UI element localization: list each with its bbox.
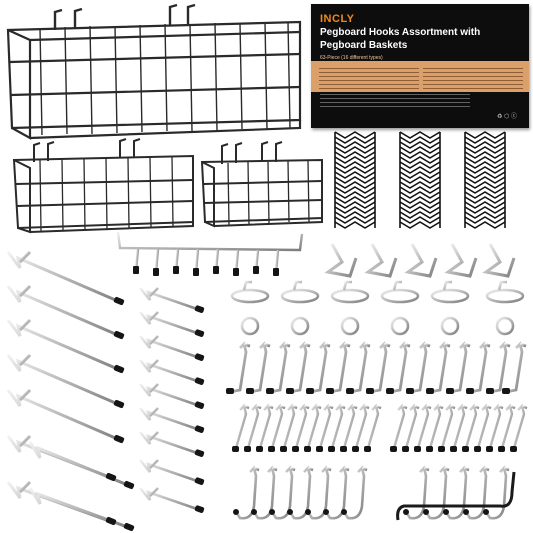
long-hook-tips bbox=[105, 296, 135, 532]
l-hooks-row bbox=[229, 341, 528, 394]
medium-wire-basket bbox=[12, 138, 194, 234]
info-panel bbox=[311, 61, 529, 92]
small-hook-tips bbox=[232, 446, 517, 452]
large-j-hook bbox=[396, 471, 516, 521]
large-wire-basket bbox=[6, 3, 302, 140]
l-hook-tips bbox=[226, 388, 510, 394]
short-straight-hooks bbox=[139, 287, 201, 512]
spec-lines-right bbox=[423, 68, 523, 92]
zigzag-hooks bbox=[324, 243, 516, 278]
ring-hooks bbox=[230, 280, 525, 336]
product-box: INCLY Pegboard Hooks Assortment with Peg… bbox=[311, 4, 529, 128]
multi-prong-rack-hook bbox=[116, 230, 304, 273]
intro-text-block bbox=[320, 94, 470, 110]
small-angled-hooks bbox=[234, 403, 529, 450]
short-hook-tips bbox=[194, 305, 205, 513]
brand-logo: INCLY bbox=[320, 13, 355, 25]
j-hook-tips bbox=[233, 509, 489, 515]
product-title: Pegboard Hooks Assortment with Pegboard … bbox=[320, 27, 481, 51]
certification-icons: ♻ ⬡ ⓒ bbox=[497, 114, 517, 120]
rack-hook-tips bbox=[133, 266, 279, 276]
pegboard-locks bbox=[334, 131, 506, 229]
spec-lines-left bbox=[319, 68, 419, 92]
piece-count: 63-Piece (16 different types) bbox=[320, 55, 383, 61]
j-hooks bbox=[234, 465, 511, 520]
long-straight-hooks bbox=[6, 250, 131, 530]
small-wire-basket bbox=[200, 141, 323, 228]
